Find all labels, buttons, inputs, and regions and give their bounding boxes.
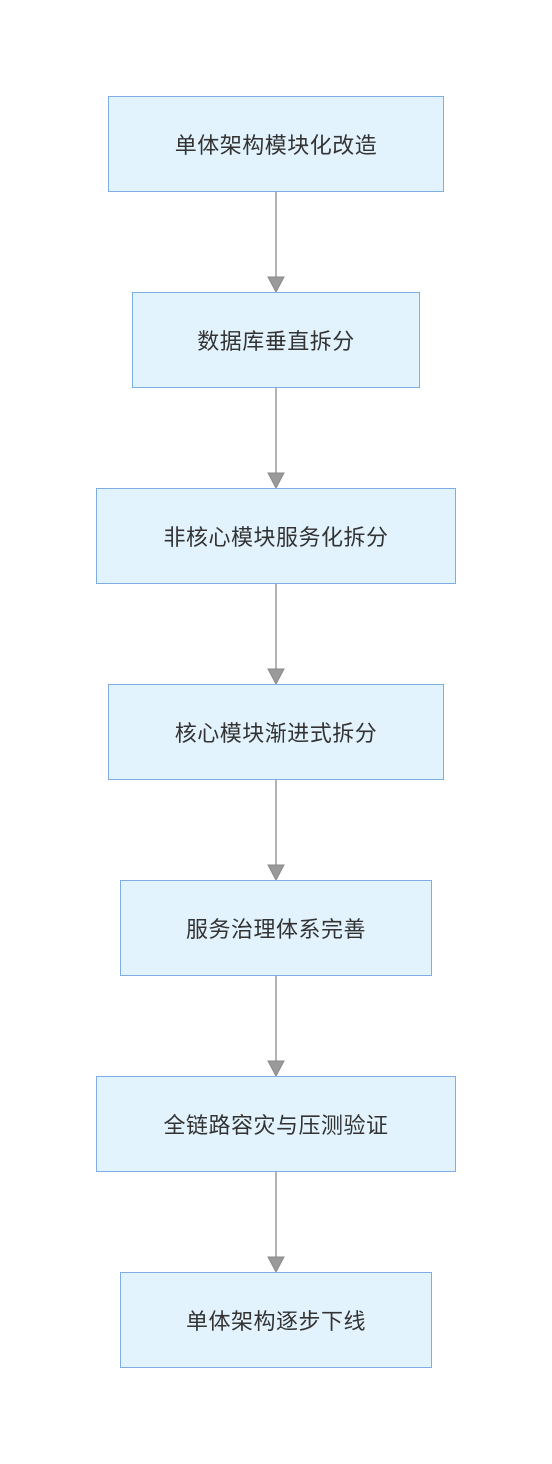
arrow-2-to-3 <box>267 388 285 490</box>
flow-step-1-label: 单体架构模块化改造 <box>174 134 378 159</box>
flow-step-2-label: 数据库垂直拆分 <box>197 330 355 355</box>
flow-step-4: 核心模块渐进式拆分 <box>108 684 444 780</box>
flow-step-7: 单体架构逐步下线 <box>120 1272 432 1368</box>
arrow-4-to-5 <box>267 780 285 882</box>
arrow-5-to-6 <box>267 976 285 1078</box>
flow-step-1: 单体架构模块化改造 <box>108 96 444 192</box>
flow-step-6-label: 全链路容灾与压测验证 <box>163 1114 389 1139</box>
flow-step-6: 全链路容灾与压测验证 <box>96 1076 456 1172</box>
flow-step-4-label: 核心模块渐进式拆分 <box>174 722 378 747</box>
flow-step-5-label: 服务治理体系完善 <box>185 918 366 943</box>
flow-step-5: 服务治理体系完善 <box>120 880 432 976</box>
arrow-3-to-4 <box>267 584 285 686</box>
flow-step-3: 非核心模块服务化拆分 <box>96 488 456 584</box>
flow-step-7-label: 单体架构逐步下线 <box>185 1310 366 1335</box>
flow-step-2: 数据库垂直拆分 <box>132 292 420 388</box>
flow-step-3-label: 非核心模块服务化拆分 <box>163 526 389 551</box>
arrow-1-to-2 <box>267 192 285 294</box>
arrow-6-to-7 <box>267 1172 285 1274</box>
